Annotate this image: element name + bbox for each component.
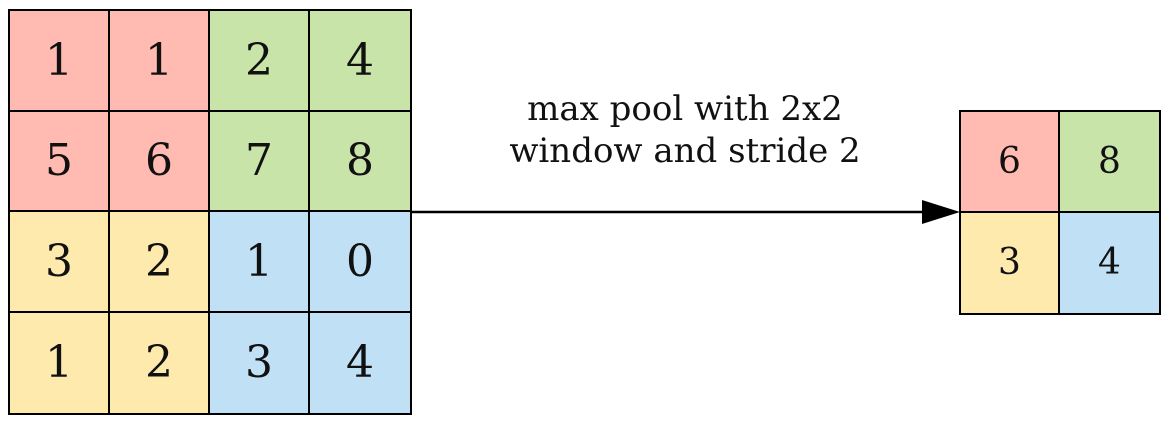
input-cell-r4c2: 2	[110, 312, 210, 413]
caption-line-1: max pool with 2x2	[527, 89, 843, 129]
arrow-icon	[410, 200, 960, 224]
input-cell-r4c4: 4	[310, 312, 410, 413]
input-cell-r4c3: 3	[210, 312, 310, 413]
input-cell-r1c2: 1	[110, 11, 210, 112]
input-cell-r3c2: 2	[110, 212, 210, 313]
input-cell-r2c1: 5	[10, 111, 110, 212]
input-cell-r3c4: 0	[310, 212, 410, 313]
output-cell-r2c2: 4	[1060, 212, 1159, 313]
input-cell-r1c4: 4	[310, 11, 410, 112]
output-matrix: 6 8 3 4	[959, 110, 1161, 315]
output-cell-r2c1: 3	[961, 212, 1060, 313]
output-cell-r1c2: 8	[1060, 112, 1159, 213]
arrow-head	[922, 200, 960, 224]
input-cell-r2c4: 8	[310, 111, 410, 212]
input-cell-r2c2: 6	[110, 111, 210, 212]
input-cell-r3c3: 1	[210, 212, 310, 313]
caption-line-2: window and stride 2	[509, 131, 861, 171]
input-cell-r1c1: 1	[10, 11, 110, 112]
input-cell-r1c3: 2	[210, 11, 310, 112]
input-matrix: 1 1 2 4 5 6 7 8 3 2 1 0 1 2 3 4	[8, 9, 412, 415]
output-cell-r1c1: 6	[961, 112, 1060, 213]
operation-caption: max pool with 2x2 window and stride 2	[470, 88, 900, 172]
input-cell-r2c3: 7	[210, 111, 310, 212]
input-cell-r4c1: 1	[10, 312, 110, 413]
input-cell-r3c1: 3	[10, 212, 110, 313]
